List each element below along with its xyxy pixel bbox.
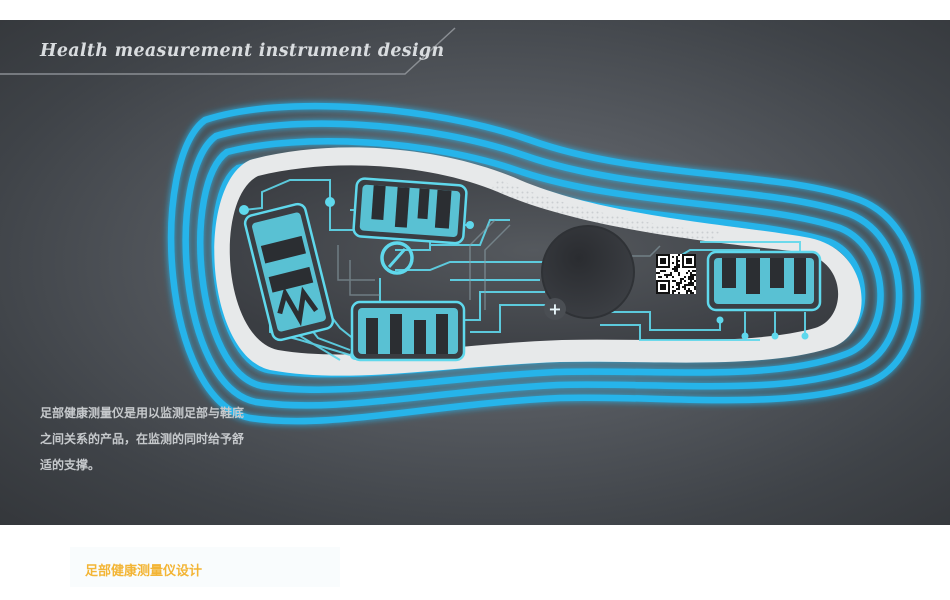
plus-icon: + — [548, 300, 561, 319]
title-underline — [0, 27, 456, 75]
banner-title: Health measurement instrument design — [40, 41, 445, 61]
power-icon — [380, 241, 414, 275]
product-description: 足部健康测量仪是用以监测足部与鞋底之间关系的产品，在监测的同时给予舒适的支撑。 — [40, 406, 245, 472]
sensor-pad — [352, 177, 468, 245]
plus-button — [544, 298, 566, 320]
hero-banner: + Health measurement instrument design 足… — [0, 20, 950, 525]
sensor-pad — [706, 250, 822, 312]
qr-code-icon — [656, 254, 696, 294]
insole-illustration: + — [0, 27, 921, 425]
sensor-pad — [243, 202, 335, 342]
sensor-pad — [350, 300, 466, 362]
caption-title: 足部健康测量仪设计 — [85, 564, 203, 579]
caption-panel: 足部健康测量仪设计 — [70, 547, 340, 587]
mesh-pattern — [490, 178, 720, 252]
control-disc — [541, 225, 635, 319]
